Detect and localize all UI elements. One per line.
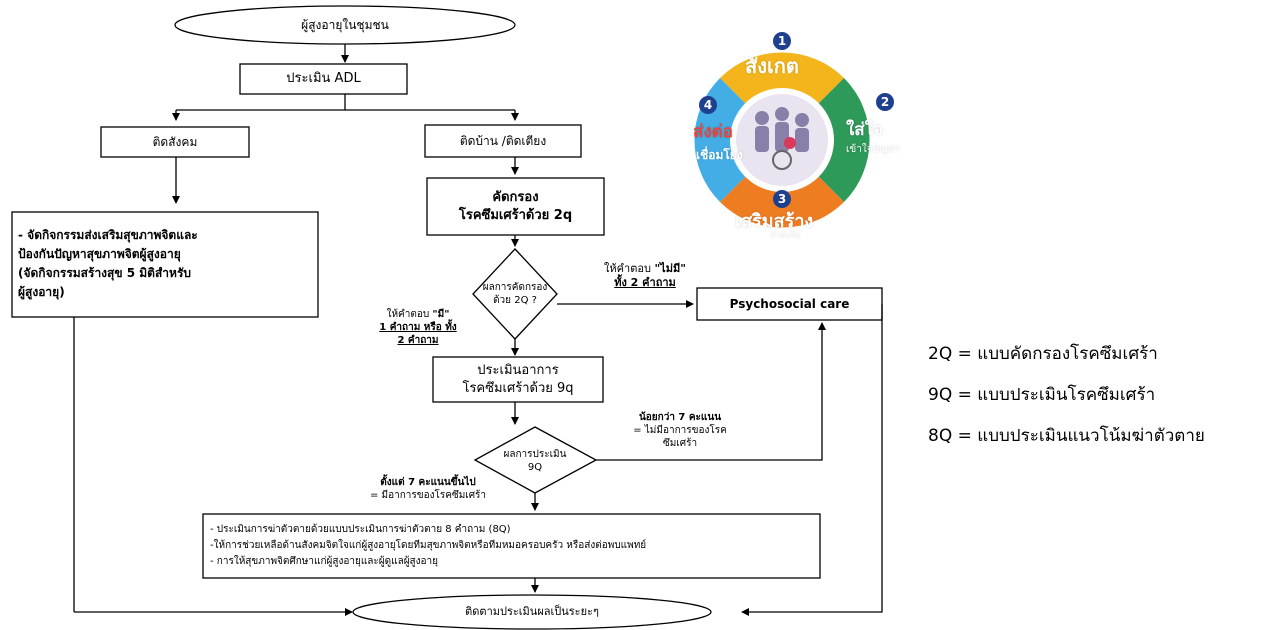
- answer-yes-one: 1 คำถาม หรือ ทั้ง: [379, 322, 457, 333]
- home-bed-box: [424, 124, 582, 158]
- answer-no-text: ให้คำตอบ: [604, 262, 655, 275]
- assess-9q-line-1: ประเมินอาการ: [477, 362, 559, 378]
- start-label: ผู้สูงอายุในชุมชน: [301, 17, 389, 32]
- decision-2q-line-2: ด้วย 2Q ?: [493, 295, 537, 306]
- wheel-label-refer: ส่งต่อ: [693, 122, 733, 142]
- legend-2q: 2Q = แบบคัดกรองโรคซึมเศร้า: [928, 344, 1158, 364]
- decision-9q-line-2: 9Q: [527, 462, 543, 473]
- answer-no-quote: "ไม่มี": [654, 262, 686, 275]
- legend-9q: 9Q = แบบประเมินโรคซึมเศร้า: [928, 385, 1156, 405]
- decision-2q-label: ผลการคัดกรอง ด้วย 2Q ?: [478, 277, 552, 311]
- decision-9q-line-1: ผลการประเมิน: [503, 448, 567, 460]
- wheel-sublabel-refer: เชื่อมโยง: [696, 148, 743, 162]
- actions-line-1: - ประเมินการฆ่าตัวตายด้วยแบบประเมินการฆ่…: [210, 524, 511, 535]
- less-than-7-title: น้อยกว่า 7 คะแนน: [638, 412, 722, 423]
- wheel-label-care: ใส่ใจ: [846, 120, 883, 140]
- answer-yes-text: ให้คำตอบ: [386, 309, 433, 320]
- assess-9q-line-2: โรคซึมเศร้าด้วย 9q: [462, 380, 574, 396]
- wheel-sublabel-care: เข้าใจปัญหา: [846, 144, 900, 155]
- answer-yes-label: ให้คำตอบ "มี" 1 คำถาม หรือ ทั้ง 2 คำถาม: [368, 308, 468, 347]
- decision-2q-line-1: ผลการคัดกรอง: [482, 281, 548, 293]
- wheel-number-1: 1: [773, 32, 791, 50]
- actions-line-3: - การให้สุขภาพจิตศึกษาแก่ผู้สูงอายุและผู…: [210, 556, 439, 567]
- from-7-label: ตั้งแต่ 7 คะแนนขึ้นไป = มีอาการของโรคซึม…: [338, 476, 518, 502]
- home-bed-label: ติดบ้าน /ติดเตียง: [459, 133, 547, 148]
- wheel-sublabel-strengthen: กำลังใจ: [770, 231, 801, 241]
- actions-text: - ประเมินการฆ่าตัวตายด้วยแบบประเมินการฆ่…: [210, 516, 816, 576]
- decision-9q-label: ผลการประเมิน 9Q: [488, 446, 582, 476]
- adl-label: ประเมิน ADL: [286, 71, 361, 87]
- less-than-7-label: น้อยกว่า 7 คะแนน = ไม่มีอาการของโรค ซึมเ…: [610, 411, 750, 450]
- follow-up-ellipse: [352, 594, 712, 630]
- activities-box: [11, 211, 319, 318]
- adl-box: [239, 63, 408, 95]
- assess-9q-label: ประเมินอาการ โรคซึมเศร้าด้วย 9q: [433, 357, 603, 402]
- activities-line-3: (จัดกิจกรรมสร้างสุข 5 มิติสำหรับ: [18, 266, 192, 280]
- follow-up-label: ติดตามประเมินผลเป็นระยะๆ: [465, 604, 599, 618]
- actions-line-2: -ให้การช่วยเหลือด้านสังคมจิตใจแก่ผู้สูงอ…: [210, 540, 647, 551]
- answer-yes-two: 2 คำถาม: [397, 335, 439, 346]
- from-7-desc: = มีอาการของโรคซึมเศร้า: [369, 490, 487, 501]
- wheel-label-observe: สังเกต: [745, 54, 799, 78]
- answer-no-label: ให้คำตอบ "ไม่มี" ทั้ง 2 คำถาม: [580, 262, 710, 291]
- screen-2q-label: คัดกรอง โรคซึมเศร้าด้วย 2q: [427, 178, 604, 235]
- actions-box: [202, 513, 821, 579]
- social-bound-box: [100, 126, 250, 158]
- activities-line-2: ป้องกันปัญหาสุขภาพจิตผู้สูงอายุ: [18, 246, 181, 261]
- wheel-label-strengthen: เสริมสร้าง: [735, 211, 814, 232]
- answer-yes-quote: "มี": [432, 309, 450, 320]
- screen-2q-line-2: โรคซึมเศร้าด้วย 2q: [458, 207, 573, 223]
- social-bound-label: ติดสังคม: [152, 134, 198, 149]
- wheel-number-2: 2: [876, 93, 894, 111]
- activities-line-1: - จัดกิจกรรมส่งเสริมสุขภาพจิตและ: [18, 227, 198, 242]
- wheel-number-4: 4: [699, 96, 717, 114]
- assess-9q-box: [432, 356, 604, 403]
- activities-line-4: ผู้สูงอายุ): [18, 285, 65, 300]
- less-than-7-desc-1: = ไม่มีอาการของโรค: [633, 425, 727, 436]
- from-7-title: ตั้งแต่ 7 คะแนนขึ้นไป: [380, 477, 476, 488]
- answer-no-both: ทั้ง 2 คำถาม: [614, 276, 676, 290]
- psychosocial-label: Psychosocial care: [729, 296, 850, 311]
- wheel-number-3: 3: [773, 190, 791, 208]
- screen-2q-line-1: คัดกรอง: [492, 189, 539, 205]
- wheel-graphic: [694, 52, 870, 228]
- less-than-7-desc-2: ซึมเศร้า: [662, 438, 698, 449]
- legend-8q: 8Q = แบบประเมินแนวโน้มฆ่าตัวตาย: [928, 426, 1205, 446]
- activities-text: - จัดกิจกรรมส่งเสริมสุขภาพจิตและ ป้องกัน…: [18, 214, 314, 314]
